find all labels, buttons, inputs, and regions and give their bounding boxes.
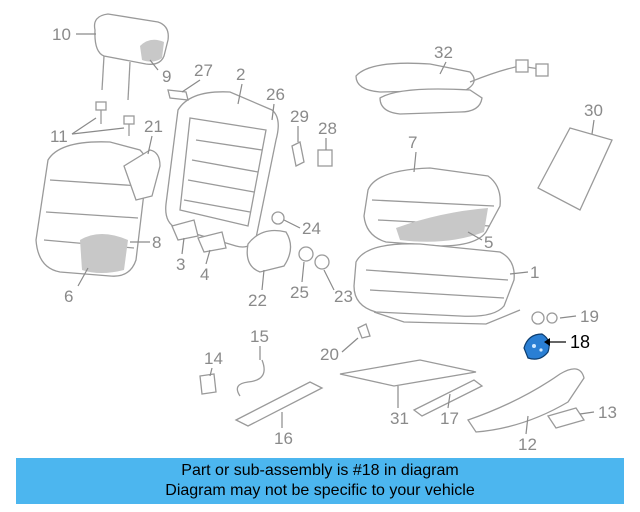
banner-line-2: Diagram may not be specific to your vehi… <box>165 482 475 499</box>
callout-5: 5 <box>484 233 493 252</box>
callout-17: 17 <box>440 409 459 428</box>
callout-23: 23 <box>334 287 353 306</box>
heater-harness <box>355 59 549 115</box>
callout-28: 28 <box>318 119 337 138</box>
trim-panel <box>537 127 613 211</box>
callout-8: 8 <box>152 233 161 252</box>
callout-1: 1 <box>530 263 539 282</box>
callout-22: 22 <box>248 291 267 310</box>
side-panel <box>123 149 161 201</box>
callout-12: 12 <box>518 435 537 454</box>
callout-21: 21 <box>144 117 163 136</box>
callout-19: 19 <box>580 307 599 326</box>
callout-31: 31 <box>390 409 409 428</box>
callout-30: 30 <box>584 101 603 120</box>
seatback-cover <box>35 141 148 277</box>
callout-9: 9 <box>162 67 171 86</box>
info-banner: Part or sub-assembly is #18 in diagram D… <box>16 458 624 504</box>
callout-2: 2 <box>236 65 245 84</box>
recliner-parts <box>171 211 330 273</box>
callout-24: 24 <box>302 219 321 238</box>
callout-4: 4 <box>200 265 209 284</box>
callout-10: 10 <box>52 25 71 44</box>
callout-11: 11 <box>50 127 68 146</box>
rail-covers <box>234 359 586 433</box>
callout-27: 27 <box>194 61 213 80</box>
seat-frame <box>353 243 521 325</box>
callout-16: 16 <box>274 429 293 448</box>
seat-cushion <box>363 167 501 247</box>
callout-13: 13 <box>598 403 617 422</box>
bracket-20 <box>357 323 371 339</box>
highlighted-part-18 <box>523 333 550 360</box>
seat-parts-diagram: 10 9 11 6 8 21 2 26 27 29 28 <box>35 13 617 454</box>
callout-29: 29 <box>290 107 309 126</box>
callout-26: 26 <box>266 85 285 104</box>
callout-18: 18 <box>570 332 590 352</box>
adjuster-knob-19 <box>531 311 558 325</box>
callout-15: 15 <box>250 327 269 346</box>
callout-25: 25 <box>290 283 309 302</box>
cable-assembly <box>199 359 265 397</box>
small-parts-upper <box>167 89 333 167</box>
headrest <box>93 13 169 101</box>
callout-6: 6 <box>64 287 73 306</box>
callout-20: 20 <box>320 345 339 364</box>
callout-14: 14 <box>204 349 223 368</box>
callout-3: 3 <box>176 255 185 274</box>
headrest-guides <box>95 101 135 136</box>
callout-32: 32 <box>434 43 453 62</box>
callout-7: 7 <box>408 133 417 152</box>
banner-line-1: Part or sub-assembly is #18 in diagram <box>181 462 459 479</box>
